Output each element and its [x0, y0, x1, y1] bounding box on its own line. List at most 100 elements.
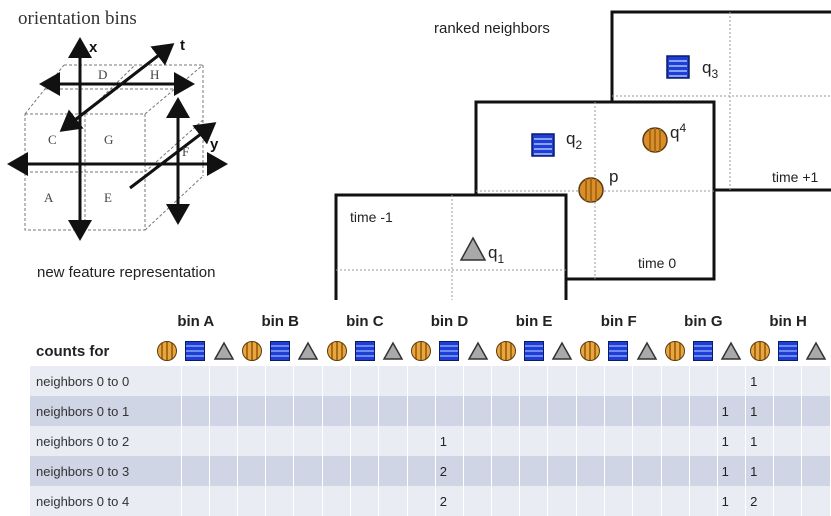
triangle-symbol-header: [294, 336, 323, 366]
counts-for-label: counts for: [36, 342, 110, 360]
count-cell: [378, 456, 408, 486]
square-symbol-header: [774, 336, 802, 366]
count-cell: [181, 426, 210, 456]
count-cell: [547, 486, 577, 516]
circle-symbol-header: [238, 336, 266, 366]
count-cell: [632, 366, 662, 396]
count-cell: [689, 456, 718, 486]
circle-icon: [665, 341, 686, 361]
count-cell: [773, 366, 803, 396]
count-cell: [181, 396, 210, 426]
circle-symbol-header: [323, 336, 351, 366]
count-cell: [322, 486, 352, 516]
circle-icon: [580, 341, 601, 361]
triangle-icon: [636, 341, 658, 360]
bin-a-label: A: [44, 190, 54, 205]
count-cell: [265, 396, 295, 426]
ranked-neighbors-title: ranked neighbors: [434, 20, 550, 37]
circle-icon: [326, 341, 347, 361]
square-symbol-header: [266, 336, 294, 366]
count-cell: [547, 366, 577, 396]
count-cell: [801, 426, 831, 456]
count-cell: [519, 396, 549, 426]
count-cell: [378, 486, 408, 516]
square-icon: [439, 341, 460, 361]
count-cell: [237, 366, 267, 396]
axis-x-label: x: [89, 39, 98, 56]
triangle-symbol-header: [548, 336, 577, 366]
count-cell: [773, 396, 803, 426]
count-cell: [547, 456, 577, 486]
count-cell: [661, 396, 690, 426]
count-cell: [773, 426, 803, 456]
p-label: p: [609, 167, 618, 186]
count-cell: [463, 456, 493, 486]
triangle-icon: [213, 341, 234, 360]
count-cell: [576, 366, 605, 396]
count-cell: [293, 396, 324, 426]
count-cell: [491, 456, 521, 486]
count-cell: [519, 456, 549, 486]
count-cell: 2: [745, 486, 775, 516]
count-cell: [519, 366, 549, 396]
bin-header: bin D: [430, 312, 469, 330]
triangle-icon: [297, 341, 319, 360]
square-icon: [608, 341, 629, 361]
count-cell: [773, 456, 803, 486]
frame-time-0: time 0 q2 q4 p: [474, 100, 716, 281]
count-cell: [407, 366, 436, 396]
q3-label: q3: [702, 58, 718, 81]
count-cell: [153, 486, 182, 516]
row-label: neighbors 0 to 1: [30, 396, 154, 426]
triangle-icon: [467, 341, 488, 360]
count-cell: 1: [745, 396, 775, 426]
count-cell: [717, 366, 747, 396]
count-cell: [463, 366, 493, 396]
count-cell: [378, 396, 408, 426]
square-icon: [354, 341, 375, 361]
bin-header: bin C: [346, 312, 384, 330]
square-symbol-header: [435, 336, 463, 366]
bin-h-label: H: [150, 67, 159, 82]
count-cell: [181, 486, 210, 516]
frame-time-minus1: time -1 q1: [334, 193, 568, 300]
bin-f-label: F: [182, 144, 189, 159]
triangle-symbol-header: [209, 336, 238, 366]
q1-label: q1: [488, 243, 504, 266]
count-cell: [322, 396, 352, 426]
circle-symbol-header: [576, 336, 604, 366]
count-cell: [378, 426, 408, 456]
circle-icon: [749, 341, 770, 361]
bin-header: bin H: [769, 312, 807, 330]
square-symbol-header: [520, 336, 548, 366]
row-label: neighbors 0 to 4: [30, 486, 154, 516]
square-symbol-header: [181, 336, 209, 366]
count-cell: [576, 396, 605, 426]
bin-c-label: C: [48, 132, 57, 147]
q4-label: q4: [670, 121, 686, 142]
count-cell: [293, 486, 324, 516]
count-cell: [322, 456, 352, 486]
count-cell: [689, 396, 718, 426]
feature-counts-table: bin A bin B bin C bin D bin E bin F bin …: [30, 306, 831, 516]
count-cell: [407, 486, 436, 516]
bin-d-label: D: [98, 67, 107, 82]
count-cell: [209, 426, 239, 456]
count-cell: [604, 456, 633, 486]
square-icon: [777, 341, 798, 361]
square-icon: [185, 341, 206, 361]
count-cell: [265, 456, 295, 486]
count-cell: [689, 366, 718, 396]
count-cell: [576, 426, 605, 456]
count-cell: [181, 366, 210, 396]
square-icon: [693, 341, 714, 361]
bin-header: bin A: [177, 312, 215, 330]
count-cell: [491, 366, 521, 396]
count-cell: [350, 396, 380, 426]
orientation-cube: x t y A C D E F G H: [7, 37, 228, 241]
count-cell: [407, 396, 436, 426]
count-cell: [407, 426, 436, 456]
circle-symbol-header: [154, 336, 182, 366]
